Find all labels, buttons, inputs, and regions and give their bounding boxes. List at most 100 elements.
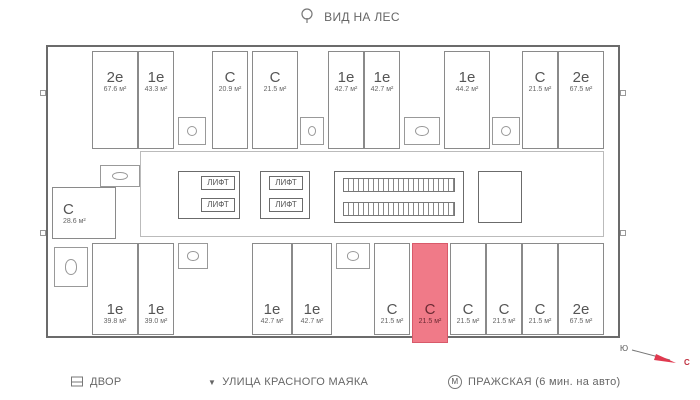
apartment-unit[interactable]: 1е 43.3 м² — [138, 51, 174, 149]
unit-area: 20.9 м² — [218, 86, 242, 93]
unit-area: 21.5 м² — [492, 318, 516, 325]
unit-type: 1е — [147, 69, 165, 86]
unit-area: 44.2 м² — [455, 86, 479, 93]
unit-area: 42.7 м² — [334, 86, 358, 93]
forest-view-label: ВИД НА ЛЕС — [0, 6, 700, 28]
apartment-unit[interactable]: С 21.5 м² — [486, 243, 522, 335]
elevator: ЛИФТ — [201, 198, 235, 212]
unit-area: 67.5 м² — [569, 318, 593, 325]
yard-label: ДВОР — [70, 374, 122, 390]
apartment-unit[interactable]: С 28.6 м² — [52, 187, 116, 239]
apartment-unit-selected[interactable]: С 21.5 м² — [412, 243, 448, 343]
street-text: УЛИЦА КРАСНОГО МАЯКА — [222, 376, 369, 388]
unit-type: 1е — [337, 69, 355, 86]
column-marker — [40, 230, 46, 236]
compass: Ю С — [618, 338, 698, 374]
unit-area: 21.5 м² — [418, 318, 442, 325]
compass-arrow-icon — [631, 349, 676, 363]
unit-type: С — [63, 201, 74, 218]
bathroom — [404, 117, 440, 145]
unit-type: С — [224, 69, 236, 86]
staircase — [343, 202, 455, 216]
unit-area: 43.3 м² — [144, 86, 168, 93]
apartment-unit[interactable]: С 21.5 м² — [522, 51, 558, 149]
unit-area: 42.7 м² — [260, 318, 284, 325]
apartment-unit[interactable]: С 21.5 м² — [522, 243, 558, 335]
bathroom — [100, 165, 140, 187]
tree-icon — [300, 7, 314, 27]
apartment-unit[interactable]: С 21.5 м² — [374, 243, 410, 335]
unit-type: 1е — [303, 301, 321, 318]
unit-area: 67.6 м² — [103, 86, 127, 93]
unit-area: 21.5 м² — [528, 318, 552, 325]
bathroom — [178, 117, 206, 145]
apartment-unit[interactable]: С 21.5 м² — [252, 51, 298, 149]
unit-area: 42.7 м² — [370, 86, 394, 93]
floor-plan: 2е 67.6 м² 1е 43.3 м² С 20.9 м² С 21.5 м… — [46, 45, 620, 343]
apartment-unit[interactable]: С 20.9 м² — [212, 51, 248, 149]
apartment-unit[interactable]: 1е 42.7 м² — [328, 51, 364, 149]
apartment-unit[interactable]: С 21.5 м² — [450, 243, 486, 335]
bathroom — [178, 243, 208, 269]
unit-type: С — [424, 301, 436, 318]
compass-north: С — [684, 358, 690, 367]
forest-view-text: ВИД НА ЛЕС — [324, 10, 400, 24]
metro-label: М ПРАЖСКАЯ (6 мин. на авто) — [448, 374, 620, 390]
apartment-unit[interactable]: 1е 42.7 м² — [292, 243, 332, 335]
unit-area: 39.8 м² — [103, 318, 127, 325]
elevator: ЛИФТ — [269, 198, 303, 212]
unit-type: 2е — [106, 69, 124, 86]
storage-room — [54, 247, 88, 287]
elevator-core-left: ЛИФТ ЛИФТ — [178, 171, 240, 219]
unit-area: 67.5 м² — [569, 86, 593, 93]
apartment-unit[interactable]: 1е 39.0 м² — [138, 243, 174, 335]
street-label: ▼ УЛИЦА КРАСНОГО МАЯКА — [208, 374, 368, 390]
unit-type: 1е — [458, 69, 476, 86]
bathroom — [492, 117, 520, 145]
metro-text: ПРАЖСКАЯ (6 мин. на авто) — [468, 376, 621, 388]
unit-type: 1е — [106, 301, 124, 318]
apartment-unit[interactable]: 2е 67.5 м² — [558, 243, 604, 335]
apartment-unit[interactable]: 2е 67.6 м² — [92, 51, 138, 149]
yard-text: ДВОР — [90, 376, 122, 388]
unit-type: 1е — [263, 301, 281, 318]
elevator: ЛИФТ — [269, 176, 303, 190]
stair-core — [334, 171, 464, 223]
elevator-core-right: ЛИФТ ЛИФТ — [260, 171, 310, 219]
column-marker — [620, 230, 626, 236]
apartment-unit[interactable]: 1е 39.8 м² — [92, 243, 138, 335]
elevator: ЛИФТ — [201, 176, 235, 190]
apartment-unit[interactable]: 1е 42.7 м² — [252, 243, 292, 335]
unit-type: С — [498, 301, 510, 318]
column-marker — [620, 90, 626, 96]
yard-icon — [70, 374, 84, 391]
unit-type: 1е — [373, 69, 391, 86]
unit-area: 42.7 м² — [300, 318, 324, 325]
unit-area: 21.5 м² — [263, 86, 287, 93]
unit-type: 2е — [572, 301, 590, 318]
unit-type: 1е — [147, 301, 165, 318]
staircase — [343, 178, 455, 192]
unit-type: С — [386, 301, 398, 318]
apartment-unit[interactable]: 2е 67.5 м² — [558, 51, 604, 149]
unit-area: 21.5 м² — [528, 86, 552, 93]
unit-type: С — [269, 69, 281, 86]
triangle-down-icon: ▼ — [208, 377, 217, 387]
column-marker — [40, 90, 46, 96]
unit-area: 21.5 м² — [456, 318, 480, 325]
unit-type: С — [462, 301, 474, 318]
unit-area: 28.6 м² — [63, 218, 86, 225]
unit-type: С — [534, 301, 546, 318]
bathroom — [336, 243, 370, 269]
bathroom — [300, 117, 324, 145]
apartment-unit[interactable]: 1е 42.7 м² — [364, 51, 400, 149]
unit-type: 2е — [572, 69, 590, 86]
shaft — [478, 171, 522, 223]
apartment-unit[interactable]: 1е 44.2 м² — [444, 51, 490, 149]
compass-south: Ю — [620, 344, 629, 353]
metro-icon: М — [448, 375, 462, 389]
unit-area: 21.5 м² — [380, 318, 404, 325]
unit-area: 39.0 м² — [144, 318, 168, 325]
unit-type: С — [534, 69, 546, 86]
